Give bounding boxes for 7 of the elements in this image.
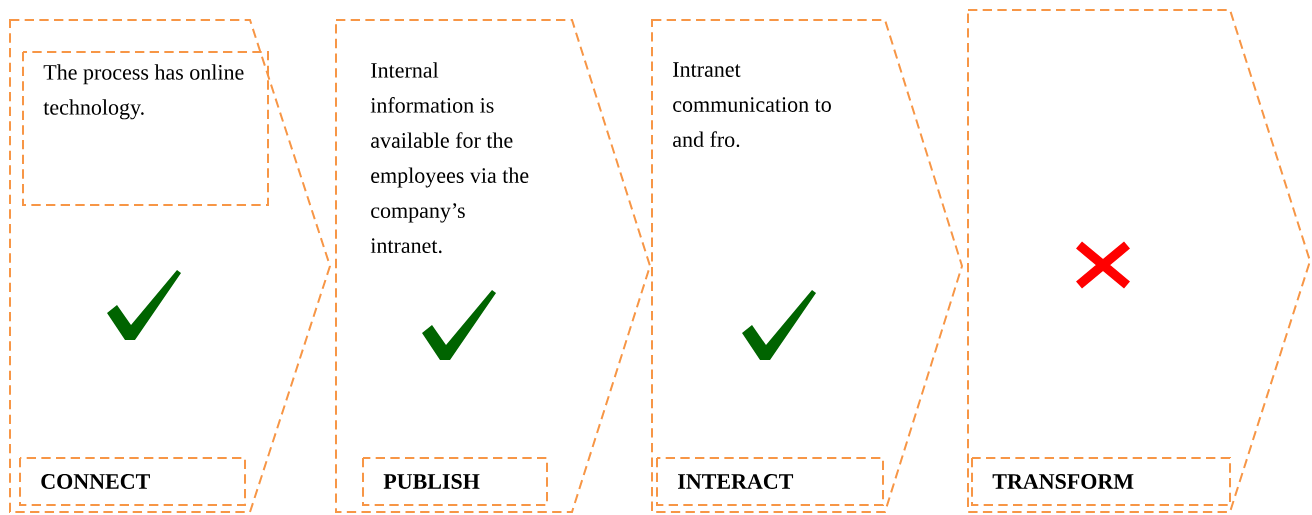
chevron-shape xyxy=(967,9,1312,513)
label-box: INTERACT xyxy=(656,457,884,506)
label-box: CONNECT xyxy=(19,457,246,506)
label-box: PUBLISH xyxy=(362,457,548,506)
text-box: The process has online technology. xyxy=(22,51,269,206)
label-box: TRANSFORM xyxy=(971,457,1231,506)
chevron-shape xyxy=(9,19,332,513)
